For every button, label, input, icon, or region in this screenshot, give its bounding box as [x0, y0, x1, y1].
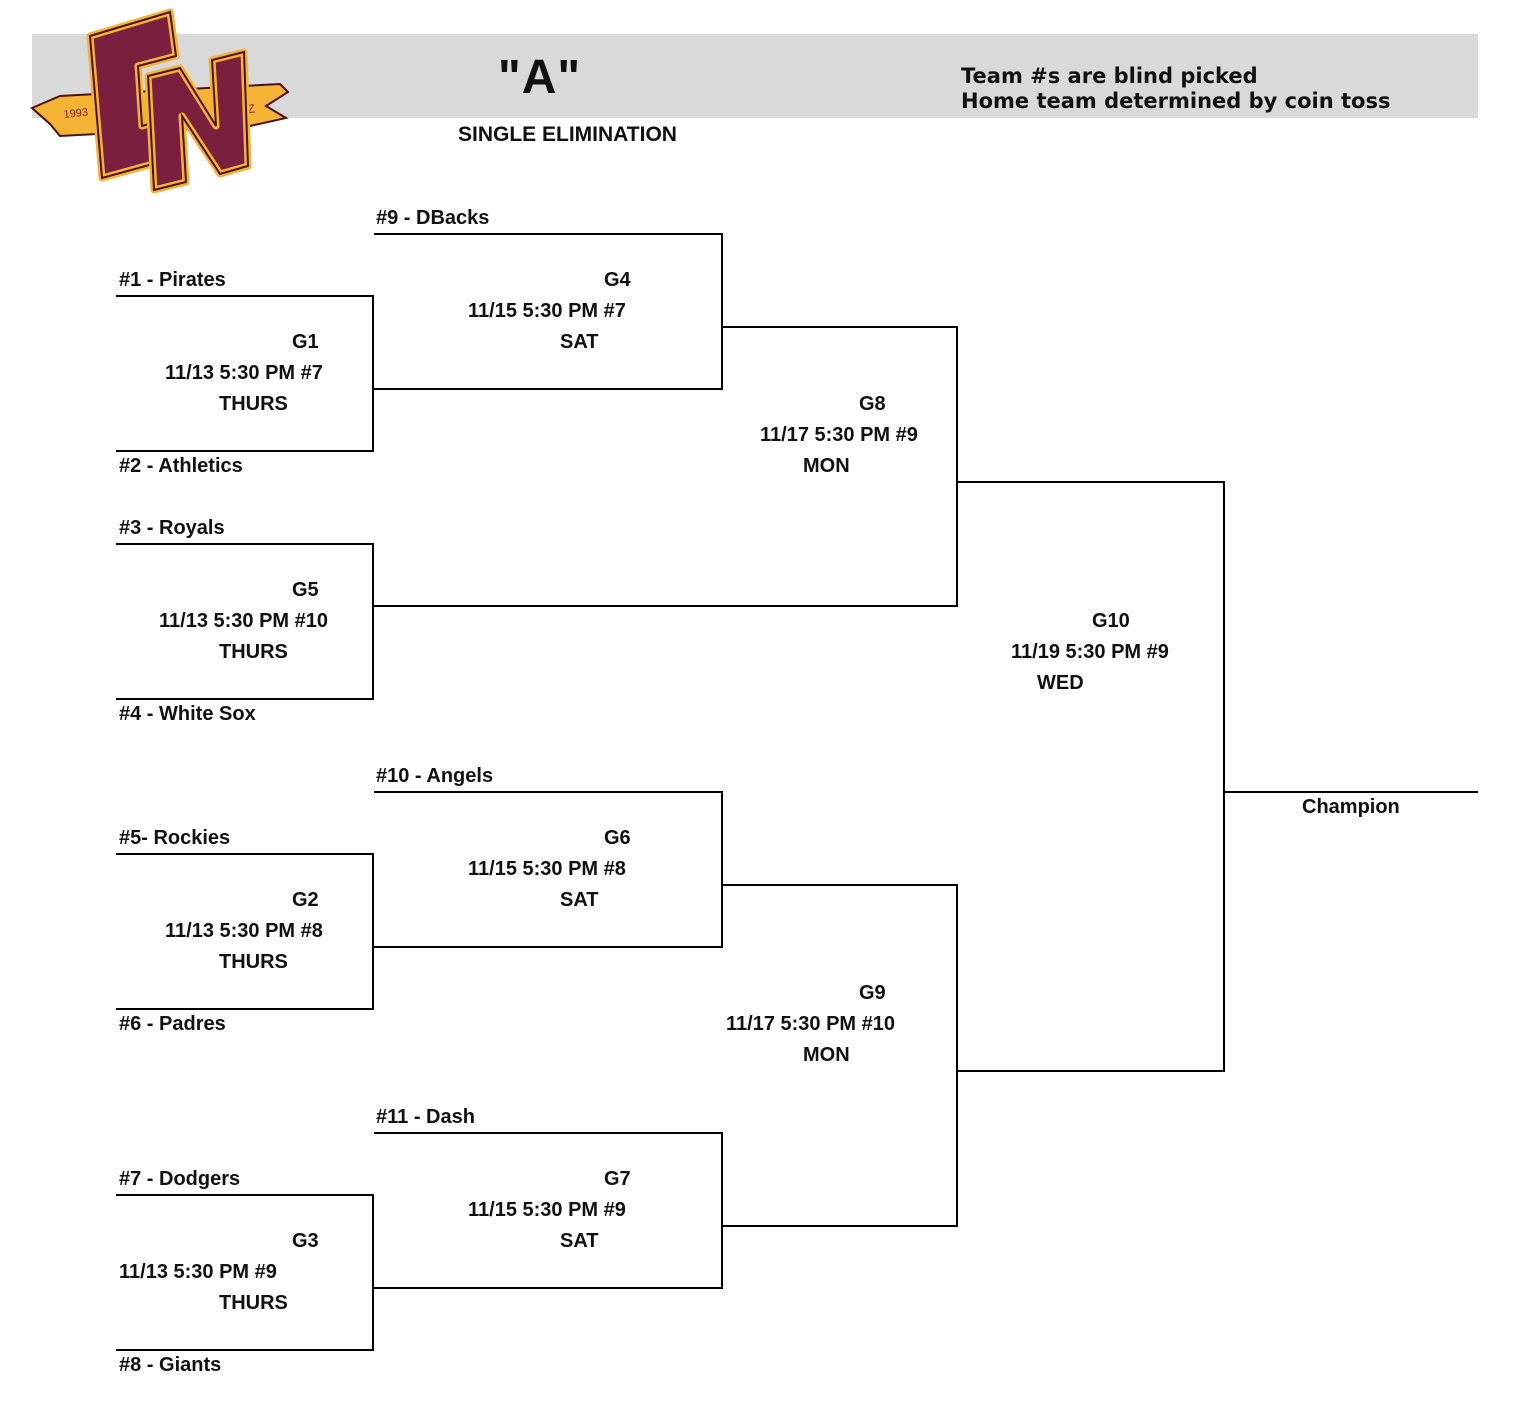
bracket-line-g9-top — [723, 884, 958, 886]
bracket-line-g9-bottom — [723, 1225, 958, 1227]
header-band — [32, 34, 1478, 118]
game-time-g2: 11/13 5:30 PM #8 — [165, 920, 323, 942]
champion-label: Champion — [1302, 796, 1400, 818]
team-label: #8 - Giants — [119, 1354, 222, 1376]
game-time-g3: 11/13 5:30 PM #9 — [119, 1261, 277, 1283]
game-id-g9: G9 — [859, 982, 886, 1004]
logo-year: 1993 — [63, 106, 89, 120]
game-day-g5: THURS — [219, 641, 288, 663]
bracket-line-g5-top — [116, 543, 374, 545]
bracket-line-g1-top — [116, 295, 374, 297]
game-id-g6: G6 — [604, 827, 631, 849]
bracket-line-g5-bottom — [116, 698, 374, 700]
bracket-line-g3-vertical — [372, 1194, 374, 1351]
bracket-line-g8-top — [723, 326, 958, 328]
game-day-g2: THURS — [219, 951, 288, 973]
team-label: #11 - Dash — [376, 1106, 475, 1128]
bracket-line-g2-bottom — [116, 1008, 374, 1010]
bracket-line-g8-vertical — [956, 326, 958, 607]
format-subtitle: SINGLE ELIMINATION — [458, 123, 677, 146]
game-time-g7: 11/15 5:30 PM #9 — [468, 1199, 626, 1221]
team-label: #1 - Pirates — [119, 269, 226, 291]
bracket-line-g9-vertical — [956, 884, 958, 1227]
bracket-line-g5-vertical — [372, 543, 374, 700]
game-id-g1: G1 — [292, 331, 319, 353]
bracket-line-g10-top — [958, 481, 1225, 483]
bracket-line-g8-bottom — [374, 605, 958, 607]
game-day-g3: THURS — [219, 1292, 288, 1314]
game-day-g10: WED — [1037, 672, 1084, 694]
game-id-g7: G7 — [604, 1168, 631, 1190]
game-time-g6: 11/15 5:30 PM #8 — [468, 858, 626, 880]
bracket-line-g7-bottom — [374, 1287, 723, 1289]
game-day-g1: THURS — [219, 393, 288, 415]
bracket-line-g6-vertical — [721, 791, 723, 948]
team-label: #2 - Athletics — [119, 455, 243, 477]
bracket-line-g6-top — [374, 791, 723, 793]
bracket-line-g7-vertical — [721, 1132, 723, 1289]
team-label: #6 - Padres — [119, 1013, 226, 1035]
bracket-line-g2-vertical — [372, 853, 374, 1010]
note-blind-picked: Team #s are blind picked — [961, 64, 1258, 88]
team-label: #5- Rockies — [119, 827, 231, 849]
game-day-g6: SAT — [560, 889, 599, 911]
bracket-line-g1-bottom — [116, 450, 374, 452]
team-label: #9 - DBacks — [376, 207, 490, 229]
game-day-g4: SAT — [560, 331, 599, 353]
game-id-g4: G4 — [604, 269, 631, 291]
note-coin-toss: Home team determined by coin toss — [961, 89, 1391, 113]
game-time-g4: 11/15 5:30 PM #7 — [468, 300, 626, 322]
game-id-g2: G2 — [292, 889, 319, 911]
bracket-line-g2-top — [116, 853, 374, 855]
game-time-g8: 11/17 5:30 PM #9 — [760, 424, 918, 446]
game-id-g8: G8 — [859, 393, 886, 415]
game-id-g3: G3 — [292, 1230, 319, 1252]
bracket-line-g3-top — [116, 1194, 374, 1196]
bracket-line-g1-vertical — [372, 295, 374, 452]
game-id-g10: G10 — [1092, 610, 1130, 632]
school-logo: 1993 AZ — [30, 8, 290, 194]
team-label: #10 - Angels — [376, 765, 494, 787]
bracket-line-g7-top — [374, 1132, 723, 1134]
bracket-line-g10-bottom — [958, 1070, 1225, 1072]
bracket-line-g4-bottom — [374, 388, 723, 390]
game-day-g7: SAT — [560, 1230, 599, 1252]
game-time-g9: 11/17 5:30 PM #10 — [726, 1013, 896, 1035]
division-title: "A" — [498, 51, 582, 104]
game-time-g1: 11/13 5:30 PM #7 — [165, 362, 323, 384]
bracket-line-champion — [1225, 791, 1478, 793]
bracket-line-g3-bottom — [116, 1349, 374, 1351]
bracket-line-g6-bottom — [374, 946, 723, 948]
team-label: #3 - Royals — [119, 517, 225, 539]
game-day-g8: MON — [803, 455, 850, 477]
bracket-line-g10-vertical — [1223, 481, 1225, 1072]
bracket-line-g4-vertical — [721, 233, 723, 390]
team-label: #4 - White Sox — [119, 703, 256, 725]
bracket-line-g4-top — [374, 233, 723, 235]
game-id-g5: G5 — [292, 579, 319, 601]
game-time-g5: 11/13 5:30 PM #10 — [159, 610, 329, 632]
team-label: #7 - Dodgers — [119, 1168, 241, 1190]
game-time-g10: 11/19 5:30 PM #9 — [1011, 641, 1169, 663]
game-day-g9: MON — [803, 1044, 850, 1066]
